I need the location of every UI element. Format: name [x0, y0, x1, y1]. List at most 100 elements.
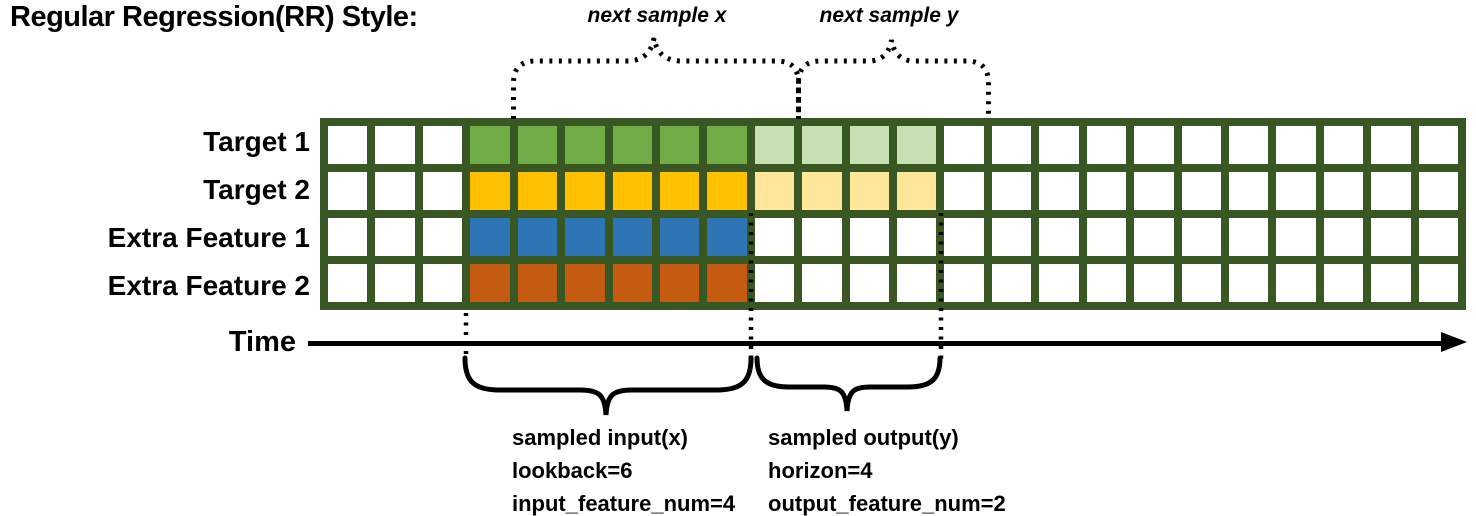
grid-cell	[1276, 126, 1316, 164]
grid-cell	[422, 264, 463, 302]
grid-cell	[328, 218, 368, 256]
grid-cell	[1228, 172, 1269, 210]
grid-cell	[1371, 126, 1411, 164]
grid-cell	[991, 264, 1032, 302]
grid-cell	[991, 126, 1032, 164]
grid-cell	[1323, 264, 1364, 302]
grid-cell	[707, 126, 747, 164]
grid-cell	[1039, 218, 1079, 256]
grid-cell	[944, 218, 984, 256]
sampled-output-brace	[754, 355, 943, 412]
grid-cell	[328, 172, 368, 210]
grid-cell	[659, 264, 700, 302]
grid-cell	[754, 264, 795, 302]
grid-cell	[565, 126, 605, 164]
row-label-extra-feature-1: Extra Feature 1	[107, 222, 310, 253]
grid-cell	[517, 264, 558, 302]
grid-cell	[517, 126, 558, 164]
grid-cell	[375, 126, 415, 164]
grid-cell	[1276, 264, 1316, 302]
grid-cell	[1228, 218, 1269, 256]
grid-cell	[1086, 218, 1127, 256]
sampled-output-annotation: sampled output(y) horizon=4 output_featu…	[768, 421, 1006, 516]
annotation-line: output_feature_num=2	[768, 491, 1006, 516]
grid-cell	[328, 126, 368, 164]
grid-cell	[897, 218, 937, 256]
grid-cell	[944, 172, 984, 210]
grid-cell	[1086, 264, 1127, 302]
grid-cell	[1418, 126, 1458, 164]
grid-cell	[422, 218, 463, 256]
grid-cell	[612, 264, 652, 302]
annotation-line: sampled output(y)	[768, 425, 959, 450]
time-axis-arrowhead-icon	[1441, 332, 1467, 352]
next-sample-x-label: next sample x	[587, 4, 727, 27]
annotation-line: sampled input(x)	[512, 425, 689, 450]
grid-cell	[470, 126, 510, 164]
grid-cell	[612, 218, 652, 256]
grid-cell	[849, 264, 889, 302]
grid-cell	[1086, 172, 1127, 210]
grid-cell	[1039, 264, 1079, 302]
grid-cell	[375, 172, 415, 210]
grid-cell	[422, 126, 463, 164]
grid-cell	[1039, 172, 1079, 210]
grid-cell	[1371, 218, 1411, 256]
grid-cell	[897, 172, 937, 210]
grid-cell	[659, 172, 700, 210]
grid-cell	[1371, 172, 1411, 210]
grid-cell	[1228, 126, 1269, 164]
grid-cell	[707, 264, 747, 302]
grid-cell	[944, 126, 984, 164]
grid-cell	[565, 218, 605, 256]
grid-cell	[849, 126, 889, 164]
grid-cell	[991, 218, 1032, 256]
grid-cell	[1134, 218, 1174, 256]
time-axis-line	[308, 341, 1444, 346]
grid-cell	[944, 264, 984, 302]
grid-cell	[612, 172, 652, 210]
annotation-line: lookback=6	[512, 458, 633, 483]
grid-cell	[1134, 264, 1174, 302]
next-sample-y-brace	[796, 39, 991, 119]
grid-cell	[470, 264, 510, 302]
row-label-extra-feature-2: Extra Feature 2	[107, 270, 310, 301]
sampled-input-annotation: sampled input(x) lookback=6 input_featur…	[512, 421, 735, 516]
grid-cell	[1181, 264, 1221, 302]
grid-cell	[1181, 172, 1221, 210]
grid-cell	[659, 218, 700, 256]
grid-cell	[802, 126, 842, 164]
grid-cell	[659, 126, 700, 164]
next-sample-y-label: next sample y	[819, 4, 959, 27]
sampled-input-brace	[462, 355, 754, 416]
grid-cell	[1323, 218, 1364, 256]
grid-cell	[375, 264, 415, 302]
grid-cell	[802, 264, 842, 302]
grid-cell	[565, 264, 605, 302]
grid-cell	[1134, 172, 1174, 210]
grid-cell	[991, 172, 1032, 210]
grid-cell	[754, 218, 795, 256]
time-axis-label: Time	[228, 326, 296, 358]
diagram-title: Regular Regression(RR) Style:	[10, 1, 418, 33]
grid-cell	[1181, 126, 1221, 164]
grid-cell	[328, 264, 368, 302]
grid-cell	[802, 218, 842, 256]
grid-cell	[612, 126, 652, 164]
grid-cell	[707, 172, 747, 210]
row-label-target-2: Target 2	[203, 174, 310, 205]
next-sample-x-brace	[511, 37, 801, 119]
grid-cell	[754, 126, 795, 164]
sample-grid	[320, 118, 1466, 310]
grid-cell	[1418, 218, 1458, 256]
grid-cell	[1276, 218, 1316, 256]
grid-cell	[1418, 264, 1458, 302]
annotation-line: input_feature_num=4	[512, 491, 736, 516]
grid-cell	[1134, 126, 1174, 164]
grid-cell	[470, 218, 510, 256]
grid-cell	[1323, 172, 1364, 210]
grid-cell	[422, 172, 463, 210]
grid-cell	[517, 218, 558, 256]
grid-cell	[470, 172, 510, 210]
